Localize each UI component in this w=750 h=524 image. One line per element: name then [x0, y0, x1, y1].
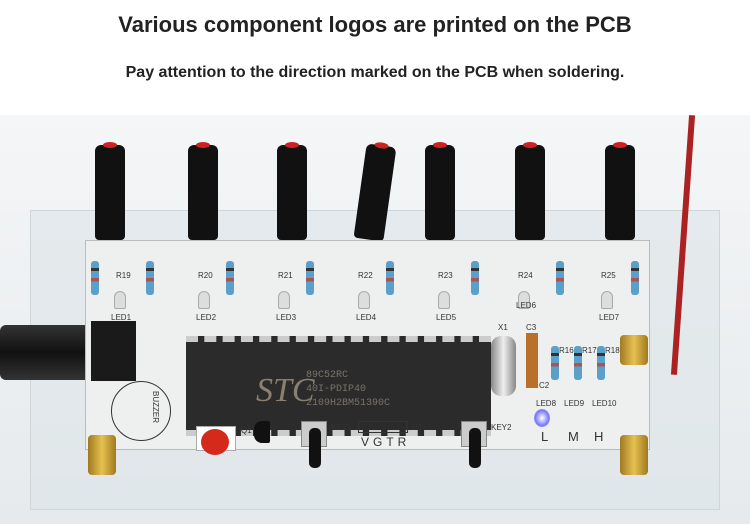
brass-standoff	[620, 435, 648, 475]
key2-button[interactable]	[461, 421, 487, 468]
label-r21: R21	[278, 271, 293, 280]
header-h1	[358, 421, 408, 433]
sensor-probe	[425, 142, 455, 240]
brass-standoff	[88, 435, 116, 475]
key1-button[interactable]	[301, 421, 327, 468]
buzzer-outline	[111, 381, 171, 441]
resistor	[146, 261, 154, 295]
chip-brand: STC	[256, 372, 315, 409]
led	[278, 291, 290, 309]
label-r22: R22	[358, 271, 373, 280]
label-c2: C2	[539, 381, 550, 390]
label-buzzer: BUZZER	[151, 391, 160, 423]
label-led6: LED6	[516, 301, 537, 310]
label-h: H	[594, 429, 604, 444]
label-r18: R18	[605, 346, 620, 355]
resistor	[306, 261, 314, 295]
label-vgtr: VGTR	[361, 435, 411, 449]
label-x1: X1	[498, 323, 508, 332]
resistor	[556, 261, 564, 295]
label-led8: LED8	[536, 399, 557, 408]
sensor-probe	[277, 142, 307, 240]
resistor	[471, 261, 479, 295]
led	[198, 291, 210, 309]
label-led4: LED4	[356, 313, 377, 322]
sensor-probe	[95, 142, 125, 240]
chip-line3: 2109H2BM51390C	[306, 398, 391, 409]
subheading: Pay attention to the direction marked on…	[125, 64, 625, 81]
label-m: M	[568, 429, 579, 444]
led	[114, 291, 126, 309]
label-r17: R17	[582, 346, 597, 355]
sensor-probe	[515, 142, 545, 240]
label-r25: R25	[601, 271, 616, 280]
resistor	[386, 261, 394, 295]
label-r24: R24	[518, 271, 533, 280]
resistor	[551, 346, 559, 380]
label-c3: C3	[526, 323, 537, 332]
label-h1: H1	[412, 423, 423, 432]
led	[601, 291, 613, 309]
heading: Various component logos are printed on t…	[118, 12, 632, 37]
label-led7: LED7	[599, 313, 620, 322]
chip-line2: 40I-PDIP40	[306, 384, 367, 395]
pcb-board: R19 R20 R21 R22 R23 R24 R25 LED1 LED2 LE…	[85, 240, 650, 468]
label-led1: LED1	[111, 313, 132, 322]
resistor	[631, 261, 639, 295]
capacitor	[526, 333, 538, 388]
label-led5: LED5	[436, 313, 457, 322]
label-r23: R23	[438, 271, 453, 280]
label-led9: LED9	[564, 399, 585, 408]
power-jack	[91, 321, 136, 381]
label-r20: R20	[198, 271, 213, 280]
resistor	[91, 261, 99, 295]
led	[358, 291, 370, 309]
label-led2: LED2	[196, 313, 217, 322]
resistor	[574, 346, 582, 380]
led	[438, 291, 450, 309]
label-led3: LED3	[276, 313, 297, 322]
label-q1: Q1	[241, 426, 252, 435]
label-key1: KEY1	[331, 423, 352, 432]
label-r19: R19	[116, 271, 131, 280]
sensor-probe	[605, 142, 635, 240]
label-led10: LED10	[592, 399, 617, 408]
red-button[interactable]	[201, 429, 229, 455]
resistor	[597, 346, 605, 380]
resistor	[226, 261, 234, 295]
label-l: L	[541, 429, 549, 444]
sensor-probe	[188, 142, 218, 240]
brass-standoff	[620, 335, 648, 365]
label-key2: KEY2	[491, 423, 512, 432]
led	[518, 291, 530, 309]
power-cable	[0, 325, 90, 380]
mcu-chip: STC 89C52RC 40I-PDIP40 2109H2BM51390C	[186, 336, 491, 436]
blue-led-lit	[534, 409, 550, 427]
crystal	[491, 336, 516, 396]
chip-model: 89C52RC	[306, 370, 349, 381]
label-r16: R16	[559, 346, 574, 355]
pcb-photo: R19 R20 R21 R22 R23 R24 R25 LED1 LED2 LE…	[0, 115, 750, 524]
transistor	[254, 421, 270, 443]
